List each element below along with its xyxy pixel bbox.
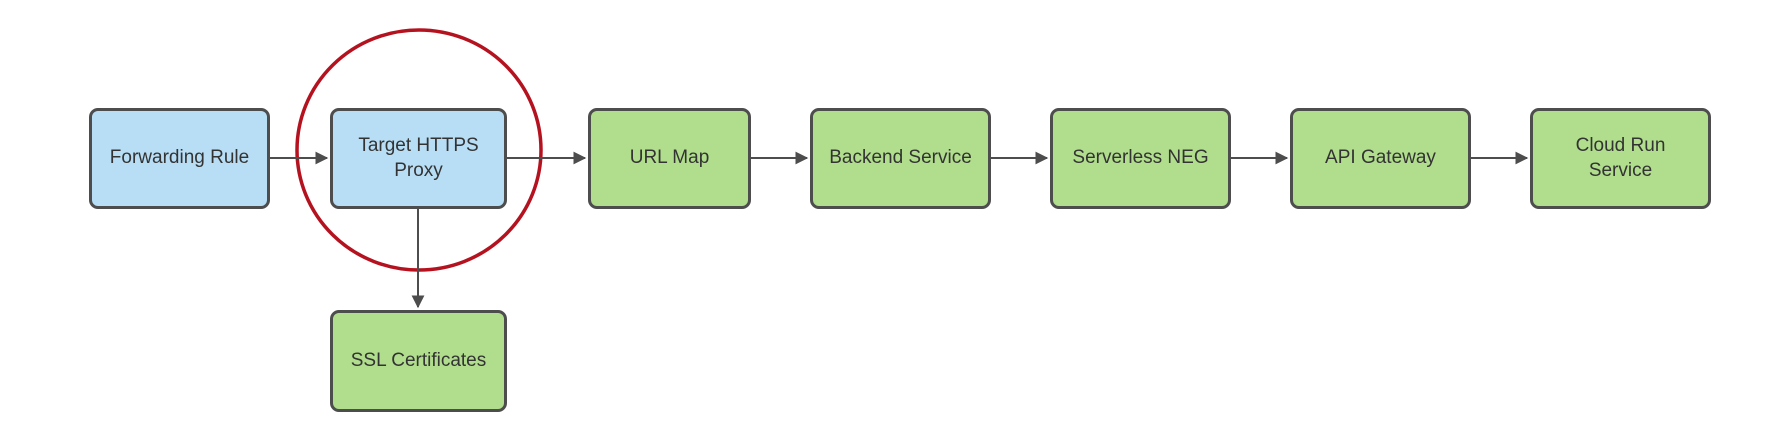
node-api-gateway: API Gateway bbox=[1290, 108, 1471, 209]
node-api-gateway-label: API Gateway bbox=[1325, 147, 1436, 169]
node-backend-service: Backend Service bbox=[810, 108, 991, 209]
node-serverless-neg-label: Serverless NEG bbox=[1072, 147, 1209, 169]
node-backend-service-label: Backend Service bbox=[829, 147, 972, 169]
node-target-https-proxy-label: Target HTTPS Proxy bbox=[358, 134, 479, 181]
node-forwarding-rule-label: Forwarding Rule bbox=[109, 147, 250, 169]
node-ssl-certificates-label: SSL Certificates bbox=[350, 349, 487, 371]
node-cloud-run-service: Cloud Run Service bbox=[1530, 108, 1711, 209]
node-forwarding-rule: Forwarding Rule bbox=[89, 108, 270, 209]
node-serverless-neg: Serverless NEG bbox=[1050, 108, 1231, 209]
node-target-https-proxy: Target HTTPS Proxy bbox=[330, 108, 507, 209]
node-ssl-certificates: SSL Certificates bbox=[330, 310, 507, 412]
node-url-map: URL Map bbox=[588, 108, 751, 209]
node-cloud-run-service-label: Cloud Run Service bbox=[1575, 134, 1666, 181]
node-url-map-label: URL Map bbox=[629, 147, 710, 169]
